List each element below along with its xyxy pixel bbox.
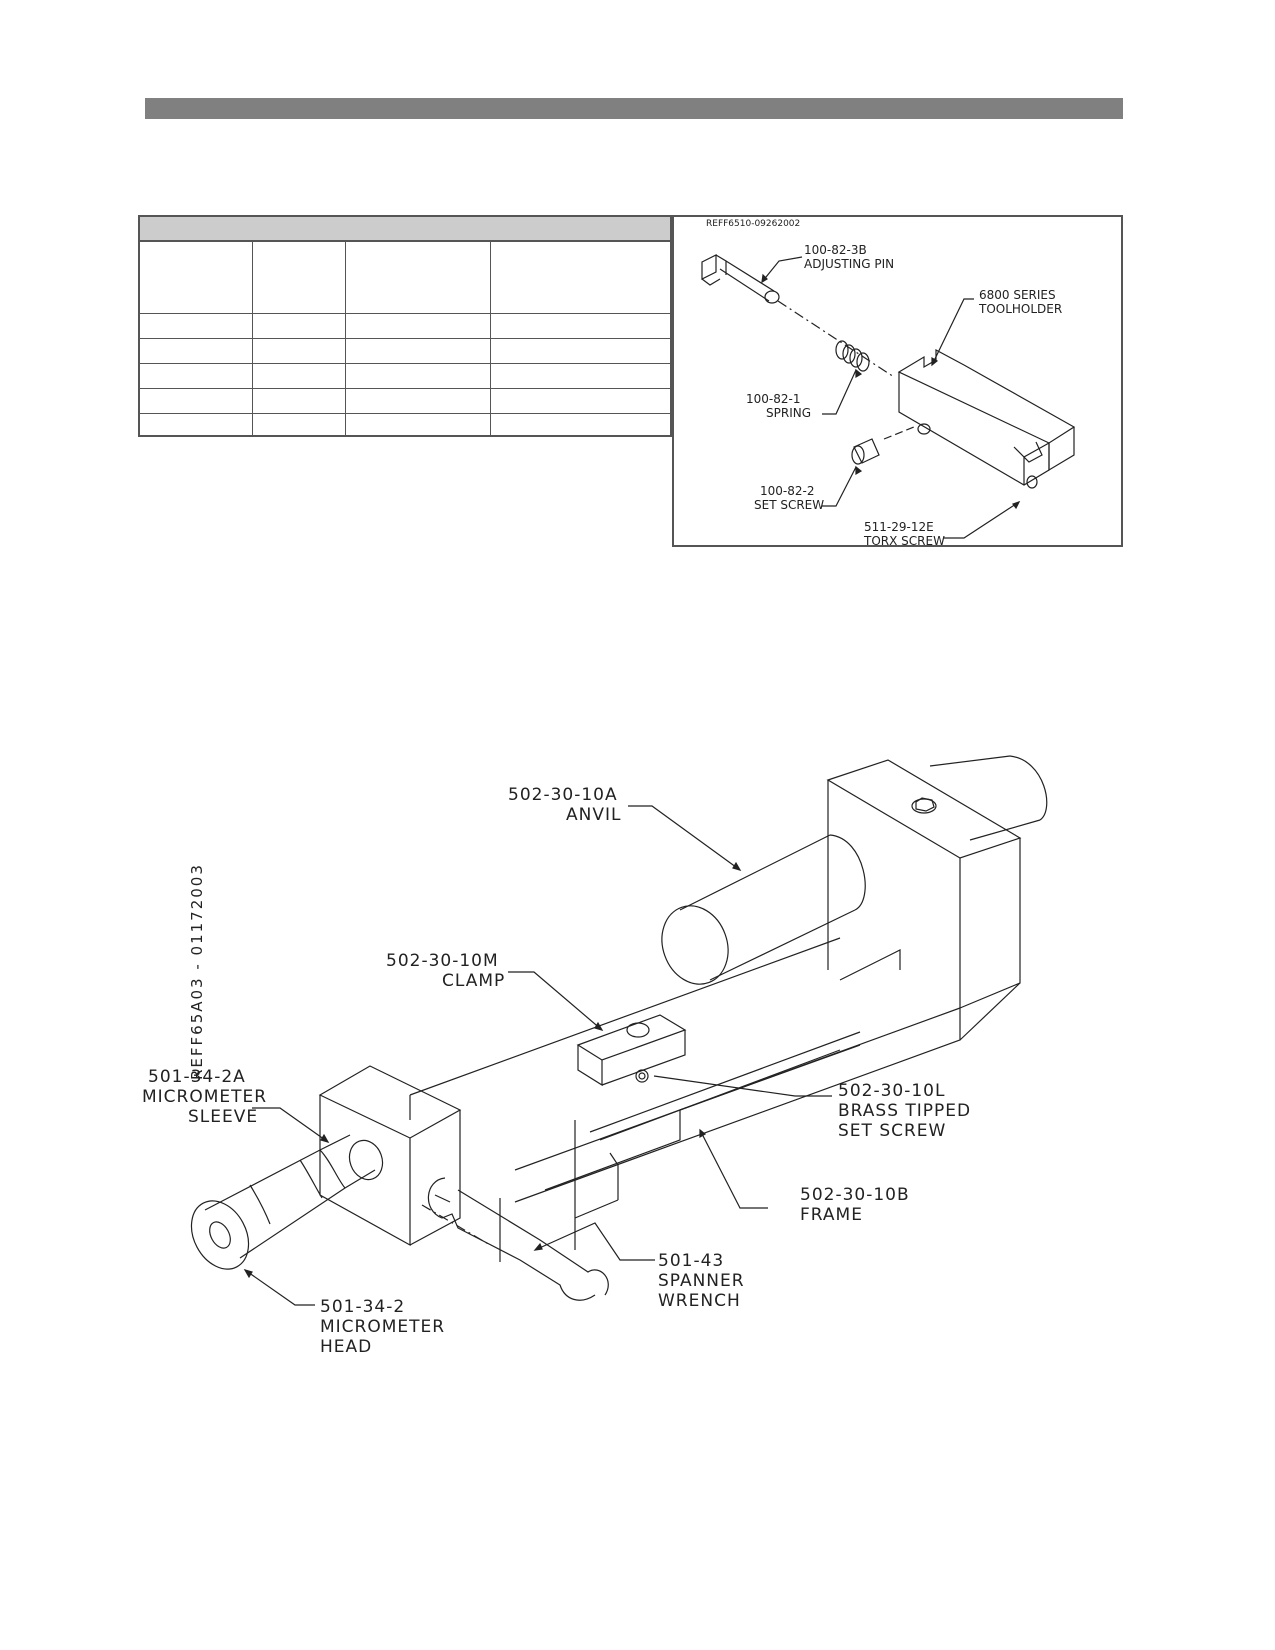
- wrench-name-label-1: SPANNER: [658, 1271, 745, 1291]
- torx-screw-name-label: TORX SCREW: [863, 534, 945, 548]
- toolholder-part-label: 6800 SERIES: [979, 288, 1056, 302]
- table-row-divider: [140, 313, 670, 314]
- table-row-divider: [140, 363, 670, 364]
- sleeve-name-label-1: MICROMETER: [142, 1087, 267, 1107]
- toolholder-name-label: TOOLHOLDER: [978, 302, 1062, 316]
- spanner-wrench-drawing: [427, 1177, 609, 1301]
- micrometer-body-drawing: [318, 1065, 462, 1247]
- anvil-name-label: ANVIL: [566, 805, 621, 825]
- wrench-name-label-2: WRENCH: [658, 1291, 741, 1311]
- frame-part-label: 502-30-10B: [800, 1185, 910, 1205]
- micrometer-head-drawing: [190, 1134, 376, 1270]
- table-caption-bar: [140, 217, 670, 242]
- shaft-drawing: [929, 755, 1048, 841]
- head-name-label-1: MICROMETER: [320, 1317, 445, 1337]
- anvil-part-label: 502-30-10A: [508, 785, 618, 805]
- wrench-part-label: 501-43: [658, 1251, 724, 1271]
- header-bar: [145, 98, 1123, 119]
- anvil-drawing: [661, 834, 866, 985]
- table-row-divider: [140, 413, 670, 414]
- clamp-name-label: CLAMP: [442, 971, 505, 991]
- spring-name-label: SPRING: [766, 406, 811, 420]
- exploded-ref-text: REFF6510-09262002: [706, 219, 800, 229]
- sleeve-part-label: 501-34-2A: [148, 1067, 246, 1087]
- head-name-label-2: HEAD: [320, 1337, 372, 1357]
- table-row-divider: [140, 388, 670, 389]
- setscrew-name-label-1: BRASS TIPPED: [838, 1101, 971, 1121]
- adjusting-pin-part-label: 100-82-3B: [804, 243, 867, 257]
- assembly-ref-text: REFF65A03 - 01172003: [188, 863, 206, 1080]
- clamp-part-label: 502-30-10M: [386, 951, 499, 971]
- set-screw-part-label: 100-82-2: [760, 484, 814, 498]
- torx-screw-part-label: 511-29-12E: [864, 520, 934, 534]
- setscrew-part-label: 502-30-10L: [838, 1081, 945, 1101]
- spring-drawing: [835, 340, 870, 372]
- assembly-view: REFF65A03 - 01172003: [140, 740, 1120, 1430]
- adjusting-pin-name-label: ADJUSTING PIN: [804, 257, 894, 271]
- frame-base-drawing: [409, 937, 1021, 1262]
- table-row-divider: [140, 338, 670, 339]
- head-part-label: 501-34-2: [320, 1297, 405, 1317]
- set-screw-drawing: [851, 438, 880, 465]
- exploded-view-panel: REFF6510-09262002: [672, 215, 1123, 548]
- spring-part-label: 100-82-1: [746, 392, 800, 406]
- frame-upright-drawing: [826, 759, 1022, 1009]
- sleeve-name-label-2: SLEEVE: [188, 1107, 258, 1127]
- setscrew-name-label-2: SET SCREW: [838, 1121, 946, 1141]
- toolholder-drawing: [897, 348, 1076, 489]
- clamp-drawing: [576, 1014, 687, 1087]
- frame-name-label: FRAME: [800, 1205, 863, 1225]
- set-screw-name-label: SET SCREW: [754, 498, 824, 512]
- adjusting-pin-drawing: [701, 254, 780, 304]
- parts-table: [138, 215, 672, 437]
